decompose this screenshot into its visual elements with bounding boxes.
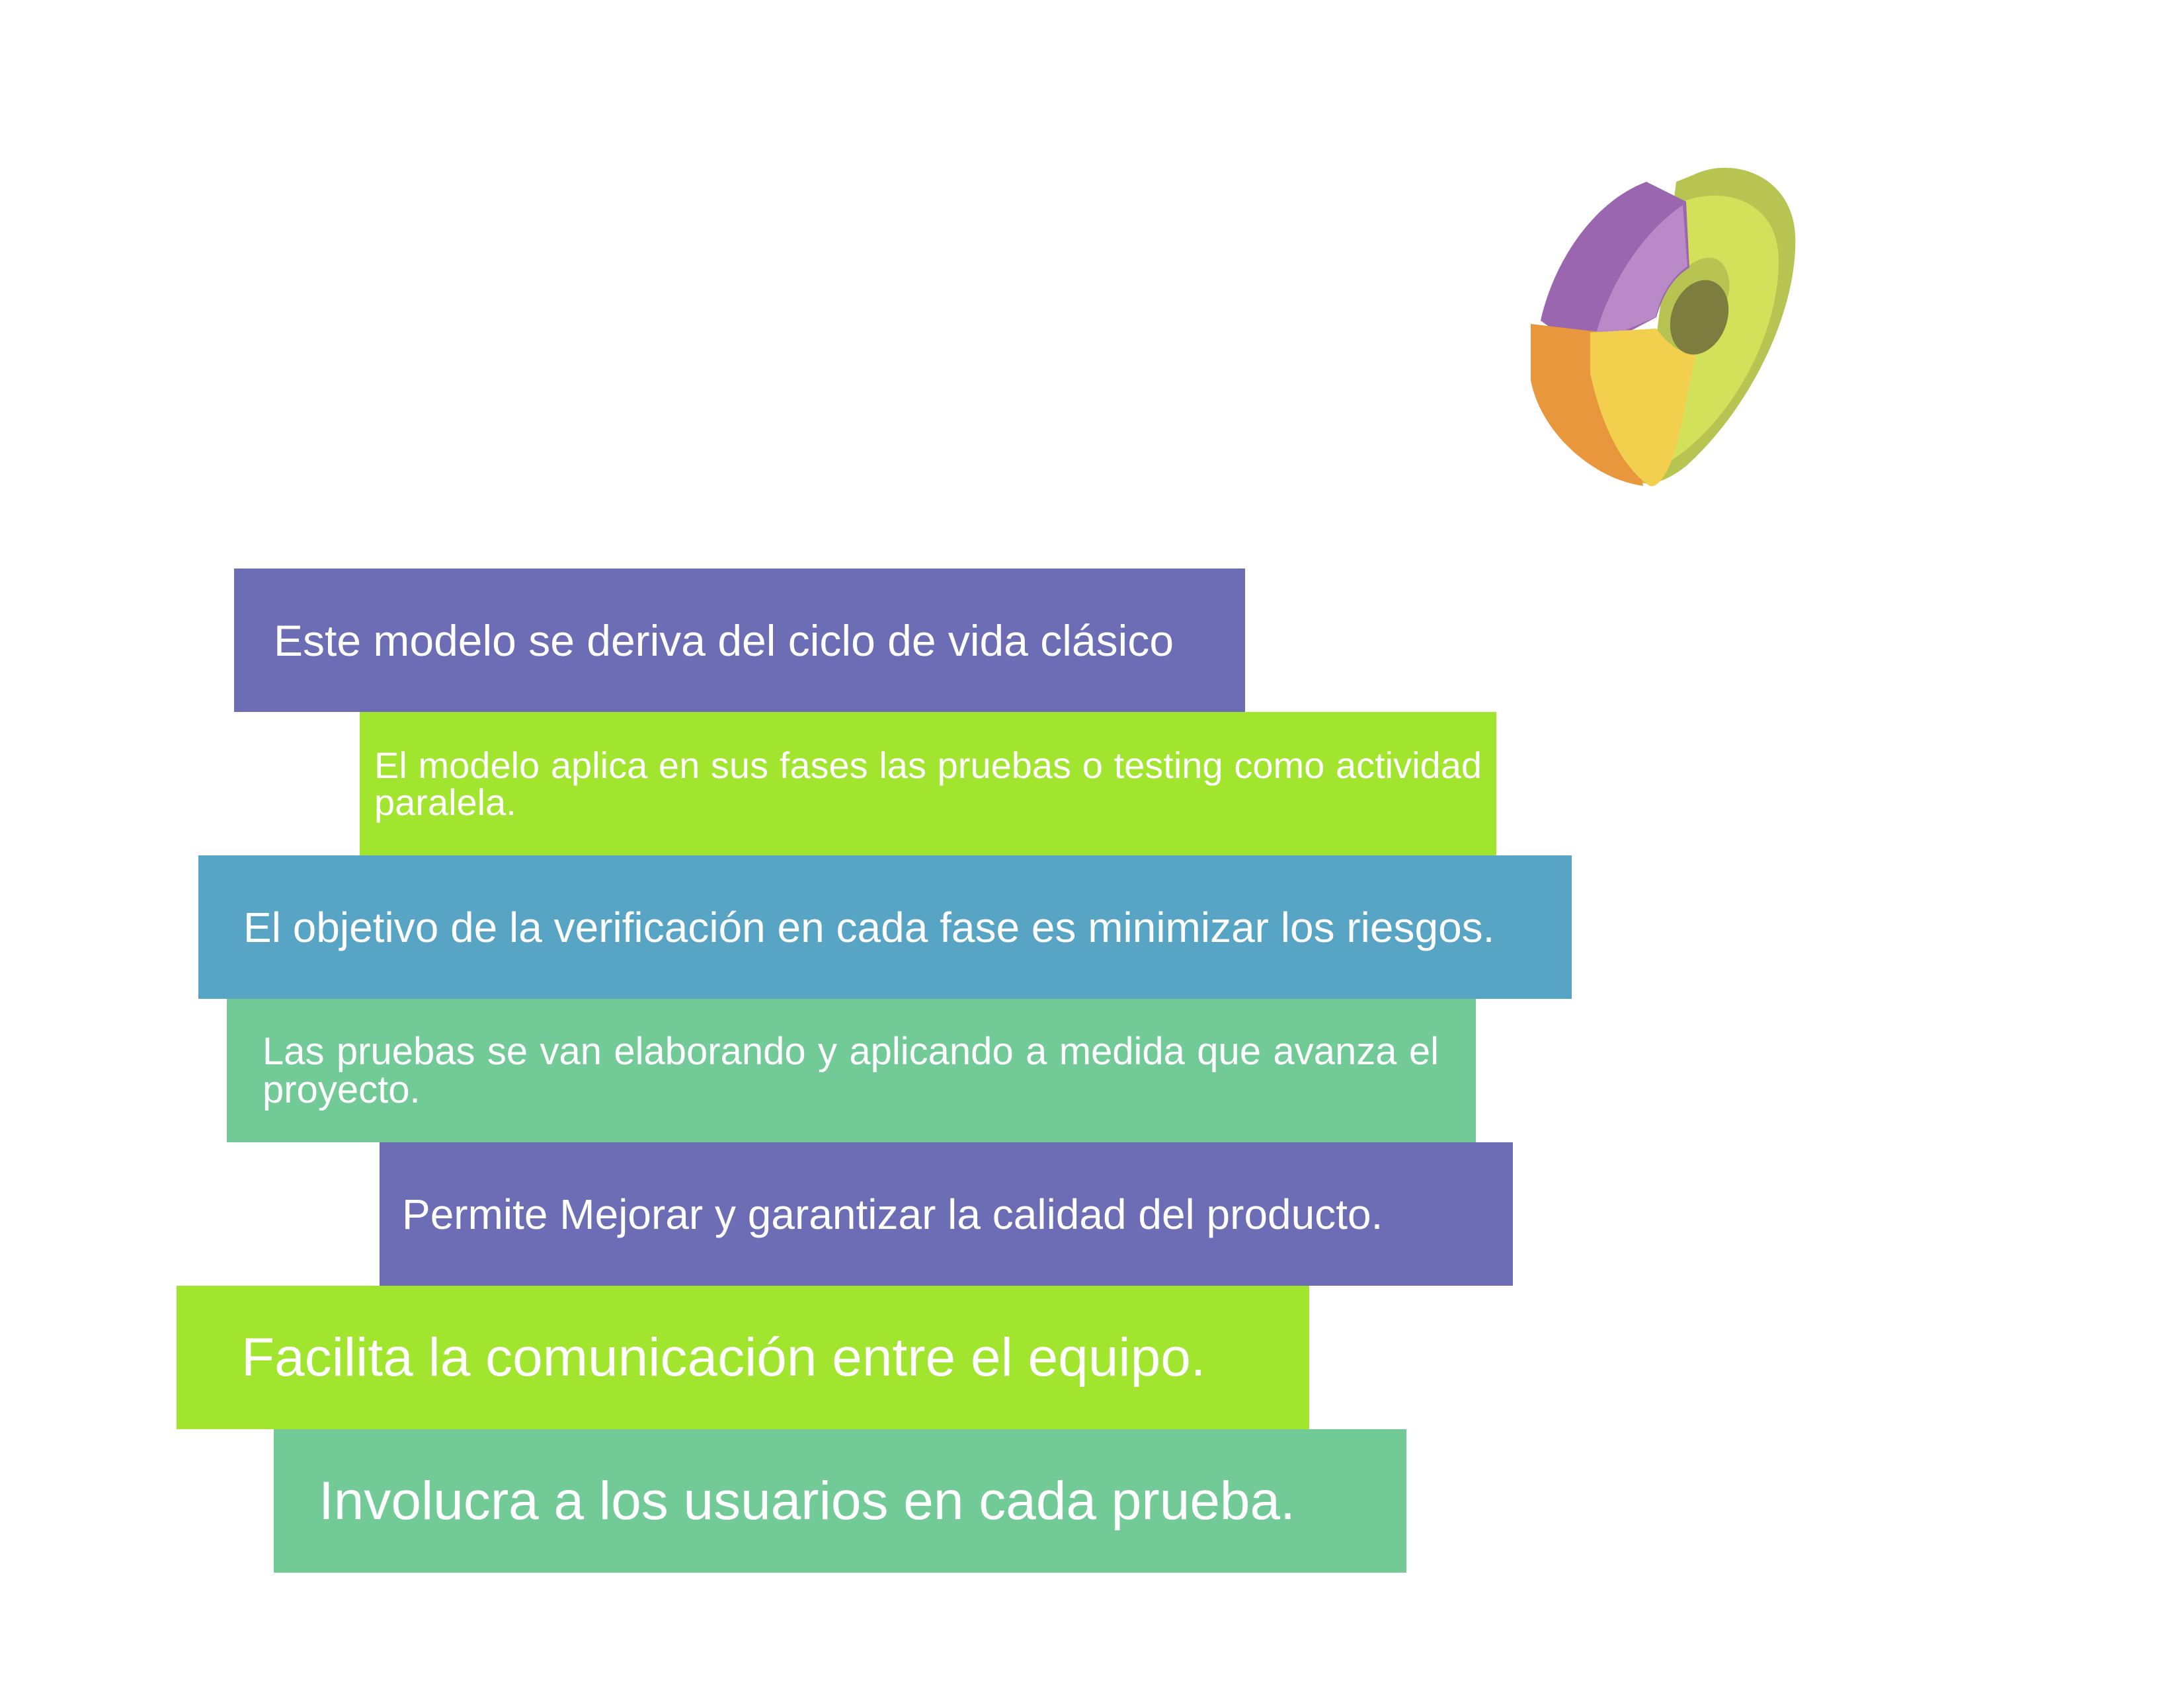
donut-yellow-segment [1590,329,1696,487]
statement-text-4: Las pruebas se van elaborando y aplicand… [263,1029,1439,1111]
statement-band-7: Involucra a los usuarios en cada prueba. [274,1429,1406,1573]
statement-band-5: Permite Mejorar y garantizar la calidad … [380,1142,1513,1286]
statement-text-2: El modelo aplica en sus fases las prueba… [374,744,1482,823]
donut-hole [1670,280,1729,355]
statement-band-1: Este modelo se deriva del ciclo de vida … [234,569,1245,712]
statement-band-6: Facilita la comunicación entre el equipo… [177,1286,1309,1429]
statement-band-2: El modelo aplica en sus fases las prueba… [360,712,1496,855]
statement-text-7: Involucra a los usuarios en cada prueba. [319,1470,1295,1531]
statement-text-5: Permite Mejorar y garantizar la calidad … [402,1190,1383,1238]
donut-purple-inner [1594,205,1687,344]
statement-text-6: Facilita la comunicación entre el equipo… [241,1327,1206,1388]
statement-band-3: El objetivo de la verificación en cada f… [198,855,1572,999]
statement-text-3: El objetivo de la verificación en cada f… [243,903,1495,951]
statement-text-1: Este modelo se deriva del ciclo de vida … [274,615,1174,665]
statement-band-4: Las pruebas se van elaborando y aplicand… [227,999,1476,1142]
donut-chart-icon [1531,167,1796,487]
